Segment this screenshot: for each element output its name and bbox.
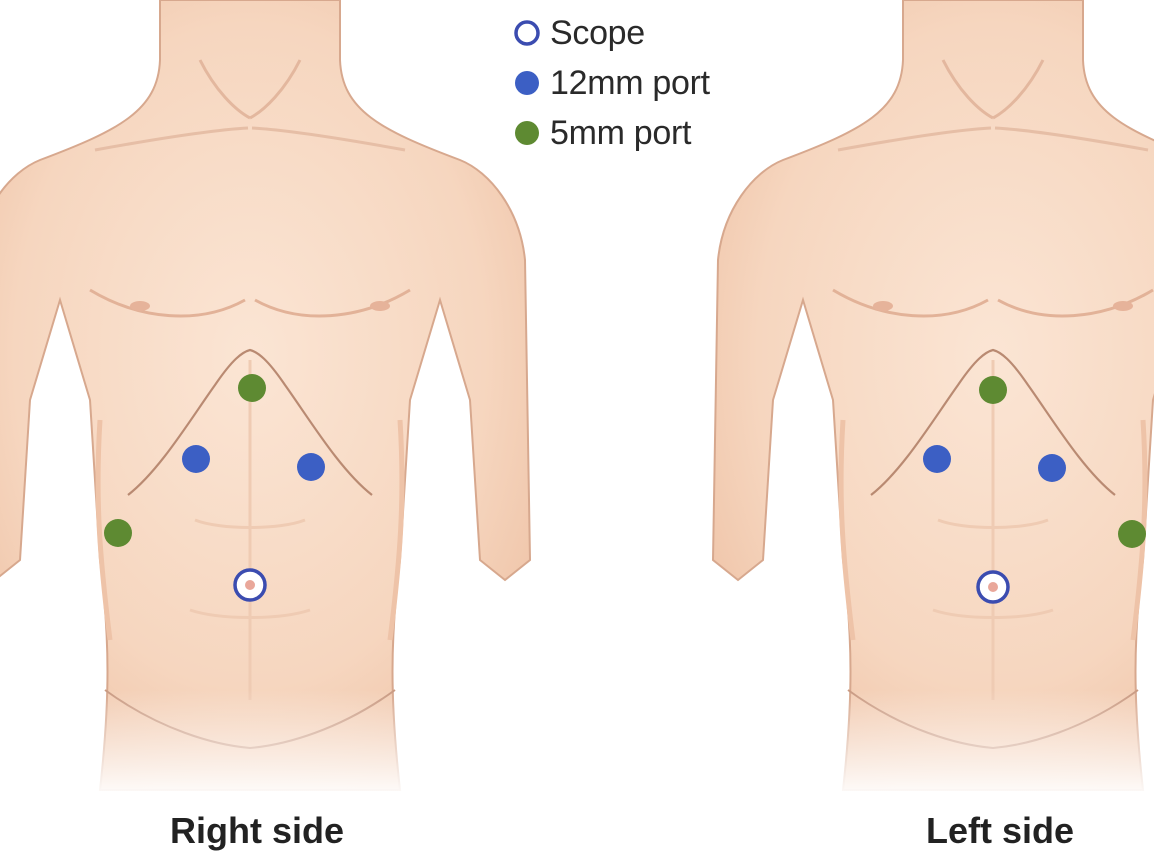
port-5mm-xiphoid	[238, 374, 266, 402]
legend-label-scope: Scope	[550, 14, 645, 53]
green-dot-icon	[512, 118, 542, 148]
legend-label-5mm-port: 5mm port	[550, 114, 691, 153]
right-side-torso	[0, 0, 540, 800]
legend-item-12mm-port: 12mm port	[512, 58, 772, 108]
caption-left-side: Left side	[850, 810, 1150, 852]
port-12mm-left	[182, 445, 210, 473]
scope-port	[978, 572, 1008, 602]
legend-label-12mm-port: 12mm port	[550, 64, 710, 103]
port-5mm-lateral	[104, 519, 132, 547]
caption-right-side: Right side	[107, 810, 407, 852]
port-12mm-right	[1038, 454, 1066, 482]
port-5mm-lateral	[1118, 520, 1146, 548]
port-5mm-xiphoid	[979, 376, 1007, 404]
scope-ring-icon	[512, 18, 542, 48]
legend-item-scope: Scope	[512, 8, 772, 58]
port-12mm-left	[923, 445, 951, 473]
scope-port	[235, 570, 265, 600]
blue-dot-icon	[512, 68, 542, 98]
port-12mm-right	[297, 453, 325, 481]
legend-item-5mm-port: 5mm port	[512, 108, 772, 158]
legend: Scope 12mm port 5mm port	[512, 8, 772, 158]
